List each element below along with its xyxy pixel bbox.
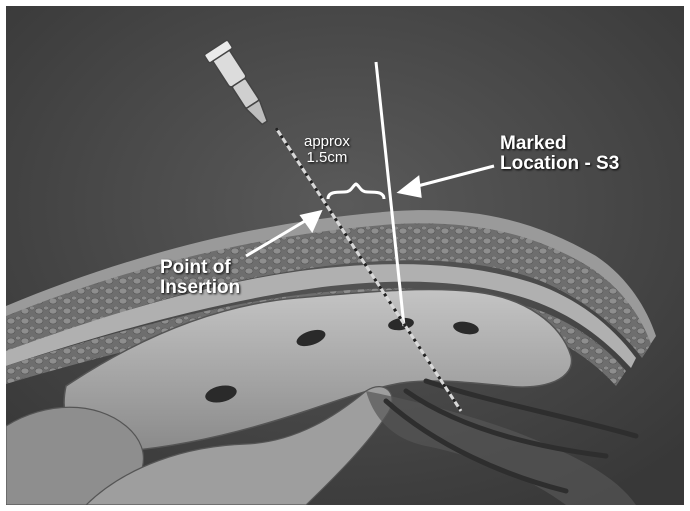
marked-location-label: Marked Location - S3 <box>500 134 619 174</box>
approx-distance-label: approx 1.5cm <box>304 134 350 166</box>
point-of-insertion-label: Point of Insertion <box>160 258 240 298</box>
sacral-anatomy-illustration <box>6 6 684 505</box>
illustration-frame: approx 1.5cm Marked Location - S3 Point … <box>6 6 684 505</box>
